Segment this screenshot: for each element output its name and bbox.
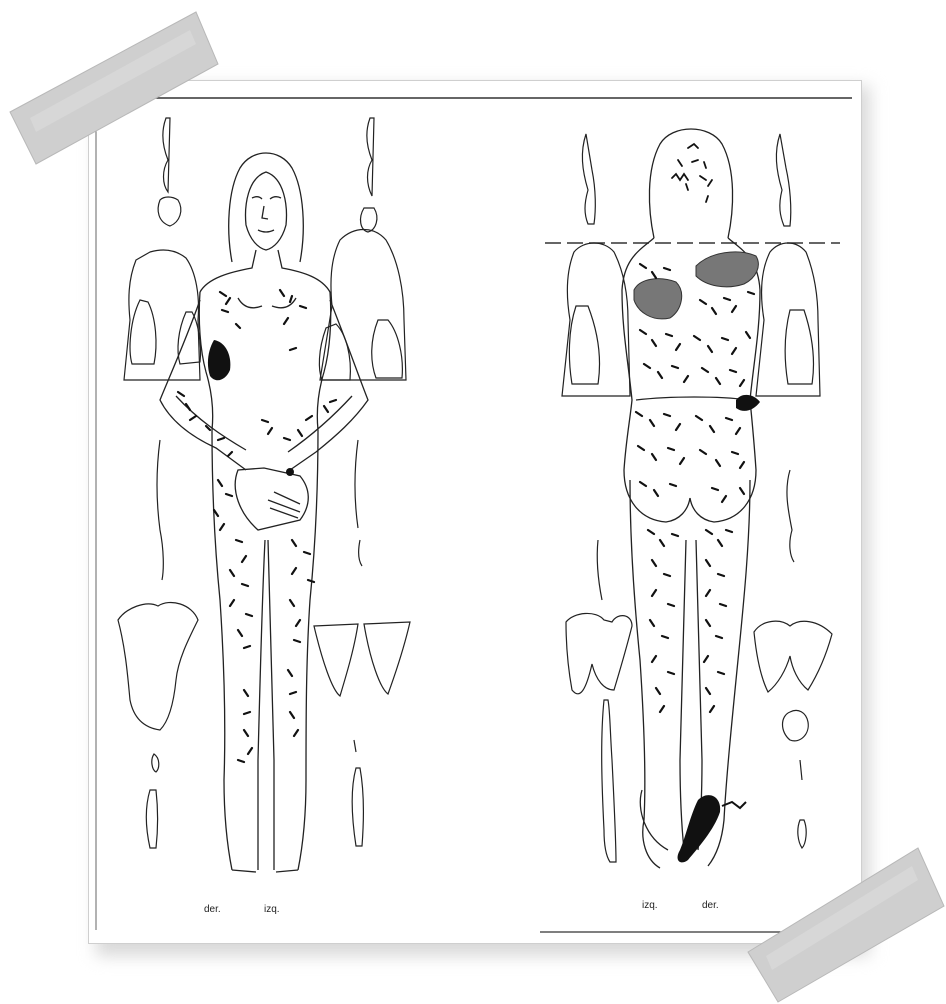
back-head-marks <box>672 144 712 202</box>
back-blood-stain-hip <box>736 395 760 411</box>
left-arm-outer <box>160 300 246 470</box>
tape-bottom-right <box>748 848 944 1002</box>
right-leg-inner <box>268 540 274 870</box>
mouth <box>258 230 274 232</box>
back-label-right-side: der. <box>702 900 719 911</box>
front-figure <box>160 153 368 872</box>
hand-fingers <box>268 492 300 518</box>
back-left-torso <box>622 238 654 470</box>
right-breast <box>272 298 296 308</box>
back-blood-stain-foot <box>678 795 721 862</box>
back-figure <box>622 129 760 868</box>
right-buttock <box>690 470 756 522</box>
right-eye <box>270 197 281 199</box>
tape-top-left <box>10 12 218 164</box>
back-right-garments <box>754 134 832 848</box>
front-wound-marks <box>178 290 336 762</box>
front-face-outline <box>246 172 287 250</box>
left-breast <box>238 298 262 308</box>
left-leg-inner <box>258 540 265 870</box>
left-shoulder <box>200 250 256 292</box>
back-left-leg-outer <box>630 480 660 868</box>
back-shaded-areas <box>634 252 758 319</box>
front-right-garments <box>314 118 410 846</box>
back-label-left-side: izq. <box>642 900 658 911</box>
front-label-right-side: der. <box>204 904 221 915</box>
feet <box>232 870 298 872</box>
back-waistline <box>636 397 748 400</box>
front-puncture-mark <box>286 468 294 476</box>
right-arm-inner <box>288 396 352 452</box>
nose <box>262 206 268 219</box>
back-wound-marks <box>636 264 754 712</box>
left-eye <box>252 197 262 199</box>
right-shoulder <box>278 250 330 292</box>
front-blood-stain-arm <box>208 340 230 380</box>
front-hair-outline <box>229 153 304 262</box>
front-left-garments <box>118 118 201 848</box>
front-label-left-side: izq. <box>264 904 280 915</box>
crossed-hands <box>235 468 308 530</box>
back-left-leg-inner <box>680 540 686 850</box>
